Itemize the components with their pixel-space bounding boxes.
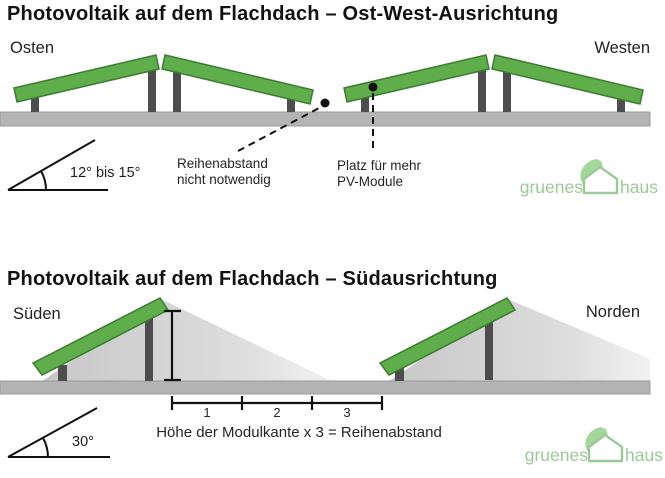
- angle-arc: [40, 170, 48, 191]
- logo-word-gruenes: gruenes: [520, 177, 583, 197]
- label-westen: Westen: [594, 39, 650, 57]
- note-more-modules-line1: Platz für mehr: [337, 158, 422, 173]
- pv-panel-east: [13, 54, 160, 103]
- note-no-row-spacing-line2: nicht notwendig: [177, 172, 271, 187]
- support-post: [395, 365, 404, 381]
- support-post: [478, 67, 486, 112]
- support-post: [617, 98, 625, 112]
- support-post: [148, 67, 156, 112]
- pv-panel-south: [378, 297, 517, 376]
- angle-label: 12° bis 15°: [70, 165, 140, 181]
- support-post: [58, 365, 67, 381]
- flat-roof: [0, 380, 651, 395]
- note-more-modules-line2: PV-Module: [337, 174, 403, 189]
- house-icon: [582, 165, 619, 195]
- angle-label: 30°: [72, 434, 94, 450]
- spacing-tick-1: 1: [203, 405, 210, 420]
- title-south: Photovoltaik auf dem Flachdach – Südausr…: [7, 268, 498, 290]
- shadow-triangle: [389, 300, 650, 381]
- section-south: Photovoltaik auf dem Flachdach – Südausr…: [0, 268, 663, 465]
- logo-gruenes-haus: gruenes haus: [525, 427, 663, 465]
- pv-panel-west: [491, 54, 644, 105]
- logo-word-gruenes: gruenes: [525, 445, 588, 465]
- logo-word-haus: haus: [620, 177, 658, 197]
- support-post: [485, 312, 493, 380]
- tilt-angle-symbol: [7, 407, 110, 458]
- support-post: [503, 67, 511, 112]
- spacing-tick-3: 3: [343, 405, 350, 420]
- shadow-triangle: [42, 300, 332, 381]
- support-post: [31, 96, 39, 112]
- support-post: [287, 98, 295, 112]
- section-east-west: Photovoltaik auf dem Flachdach – Ost-Wes…: [0, 3, 658, 197]
- label-norden: Norden: [586, 303, 640, 321]
- dimension-line-spacing: 1 2 3: [170, 396, 384, 420]
- pv-panel-west: [161, 54, 314, 105]
- logo-gruenes-haus: gruenes haus: [520, 159, 658, 197]
- label-osten: Osten: [10, 39, 54, 57]
- spacing-tick-2: 2: [273, 405, 280, 420]
- dimension-line-height: [164, 309, 181, 382]
- callout-dot: [368, 82, 378, 92]
- house-icon: [587, 433, 624, 463]
- spacing-formula: Höhe der Modulkante x 3 = Reihenabstand: [156, 424, 442, 441]
- tilt-angle-symbol: [7, 139, 108, 191]
- note-no-row-spacing-line1: Reihenabstand: [177, 156, 268, 171]
- support-post: [145, 318, 153, 381]
- support-post: [361, 96, 369, 112]
- flat-roof: [0, 111, 651, 127]
- callout-dot: [320, 98, 330, 108]
- callout-dashed-line: [237, 107, 320, 152]
- label-sueden: Süden: [13, 305, 61, 323]
- angle-arc: [42, 437, 49, 458]
- logo-word-haus: haus: [625, 445, 663, 465]
- support-post: [173, 67, 181, 112]
- pv-panel-east: [343, 54, 490, 103]
- title-east-west: Photovoltaik auf dem Flachdach – Ost-Wes…: [7, 3, 558, 25]
